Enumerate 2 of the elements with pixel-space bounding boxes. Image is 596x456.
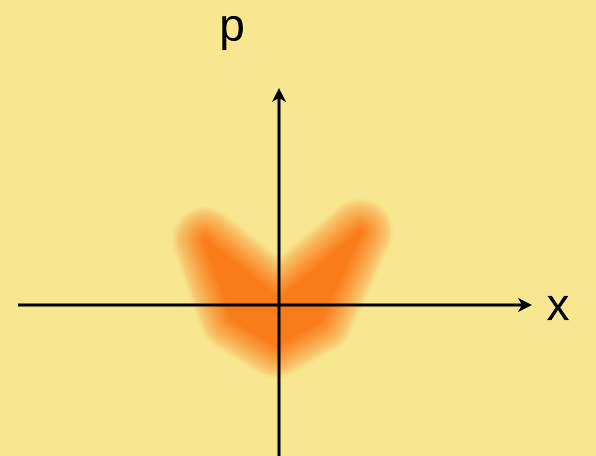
axis-label: p <box>222 16 243 50</box>
axis-label: x <box>547 296 569 320</box>
